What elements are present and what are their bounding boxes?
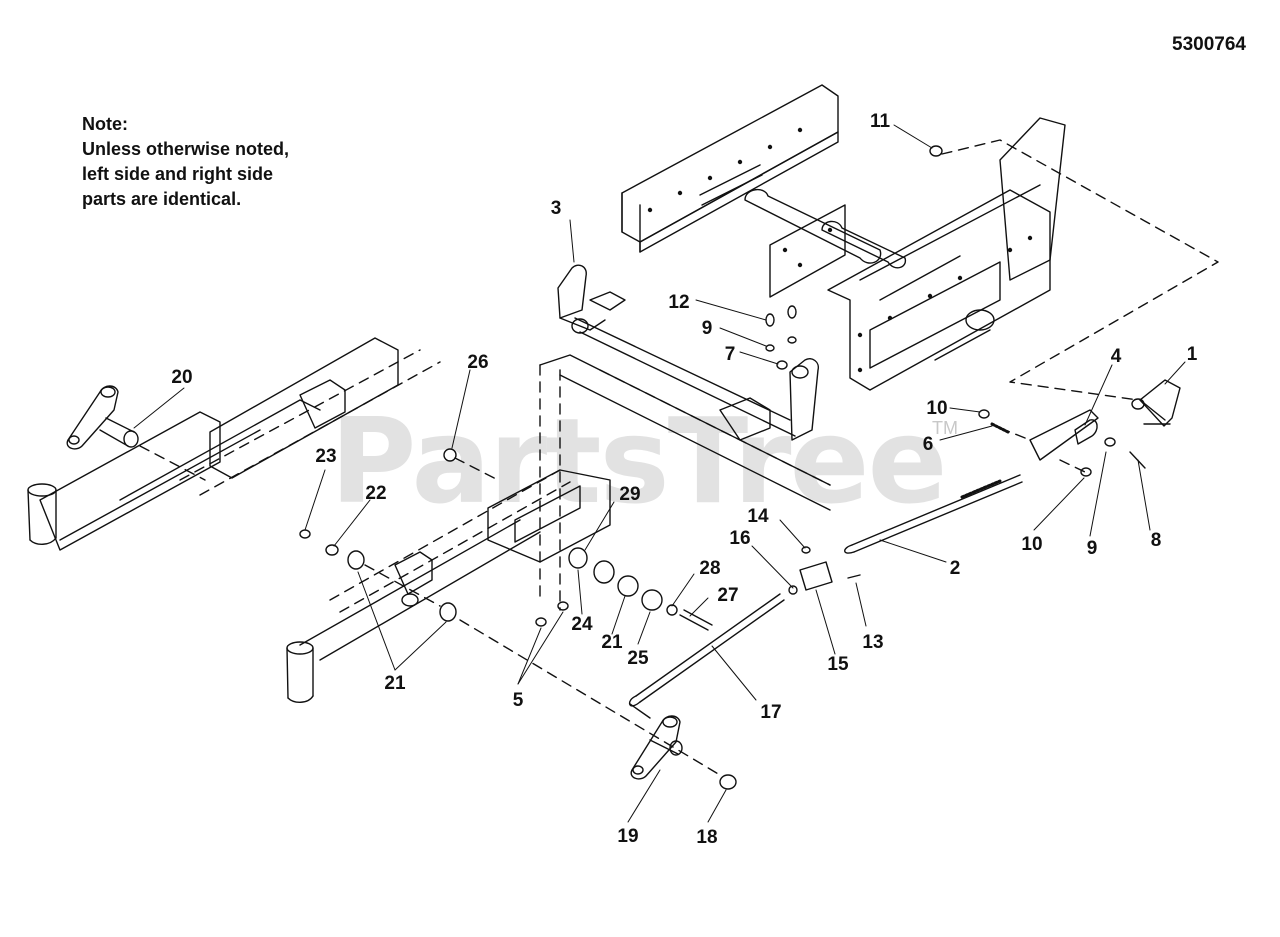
diagram-number: 5300764	[1172, 34, 1246, 55]
part-4-plate	[1029, 409, 1099, 461]
part-20-lift-arm	[66, 385, 139, 450]
callout-21: 21	[601, 632, 623, 653]
dashed-connections	[139, 139, 1219, 776]
callout-3: 3	[551, 198, 562, 219]
callout-19: 19	[617, 826, 638, 847]
callout-10: 10	[1021, 534, 1042, 555]
callout-24: 24	[571, 614, 593, 635]
note-line: left side and right side	[82, 164, 274, 184]
part-3-lift-shaft	[557, 264, 819, 441]
lower-frame-assembly	[27, 337, 571, 703]
callout-25: 25	[627, 648, 649, 669]
callout-7: 7	[725, 344, 736, 365]
callout-4: 4	[1111, 346, 1122, 367]
callout-8: 8	[1151, 530, 1162, 551]
callout-22: 22	[365, 483, 386, 504]
part-1-bracket	[1131, 379, 1181, 427]
watermark-trademark: TM	[932, 418, 958, 438]
callout-10: 10	[926, 398, 947, 419]
callout-17: 17	[760, 702, 781, 723]
callout-16: 16	[729, 528, 750, 549]
callout-28: 28	[699, 558, 720, 579]
part-19-lift-arm	[630, 715, 683, 780]
callout-14: 14	[747, 506, 769, 527]
callout-9: 9	[1087, 538, 1098, 559]
callout-9: 9	[702, 318, 713, 339]
callout-15: 15	[827, 654, 849, 675]
callout-5: 5	[513, 690, 524, 711]
callout-29: 29	[619, 484, 640, 505]
callout-13: 13	[862, 632, 883, 653]
callout-20: 20	[171, 367, 192, 388]
note-block: Note: Unless otherwise noted, left side …	[82, 112, 342, 212]
upper-frame-assembly	[621, 84, 1066, 391]
part-2-rod	[844, 474, 1023, 554]
callout-labels: 1 2 3 4 5 6 7 8 9 9 10 10 11 12 13 14 15…	[171, 111, 1197, 848]
callout-27: 27	[717, 585, 738, 606]
callout-21: 21	[384, 673, 406, 694]
callout-1: 1	[1187, 344, 1198, 365]
callout-12: 12	[668, 292, 689, 313]
callout-2: 2	[950, 558, 961, 579]
callout-26: 26	[467, 352, 488, 373]
note-line: Unless otherwise noted,	[82, 139, 290, 159]
note-heading: Note:	[82, 114, 128, 134]
callout-6: 6	[923, 434, 934, 455]
hardware-parts	[299, 145, 1146, 790]
note-line: parts are identical.	[82, 189, 242, 209]
callout-23: 23	[315, 446, 336, 467]
center-mount-plate	[487, 354, 831, 611]
callout-18: 18	[696, 827, 717, 848]
part-17-rod	[629, 593, 785, 719]
callout-11: 11	[870, 111, 891, 132]
callout-leaders	[133, 124, 1186, 823]
frame-holes	[647, 127, 1033, 373]
